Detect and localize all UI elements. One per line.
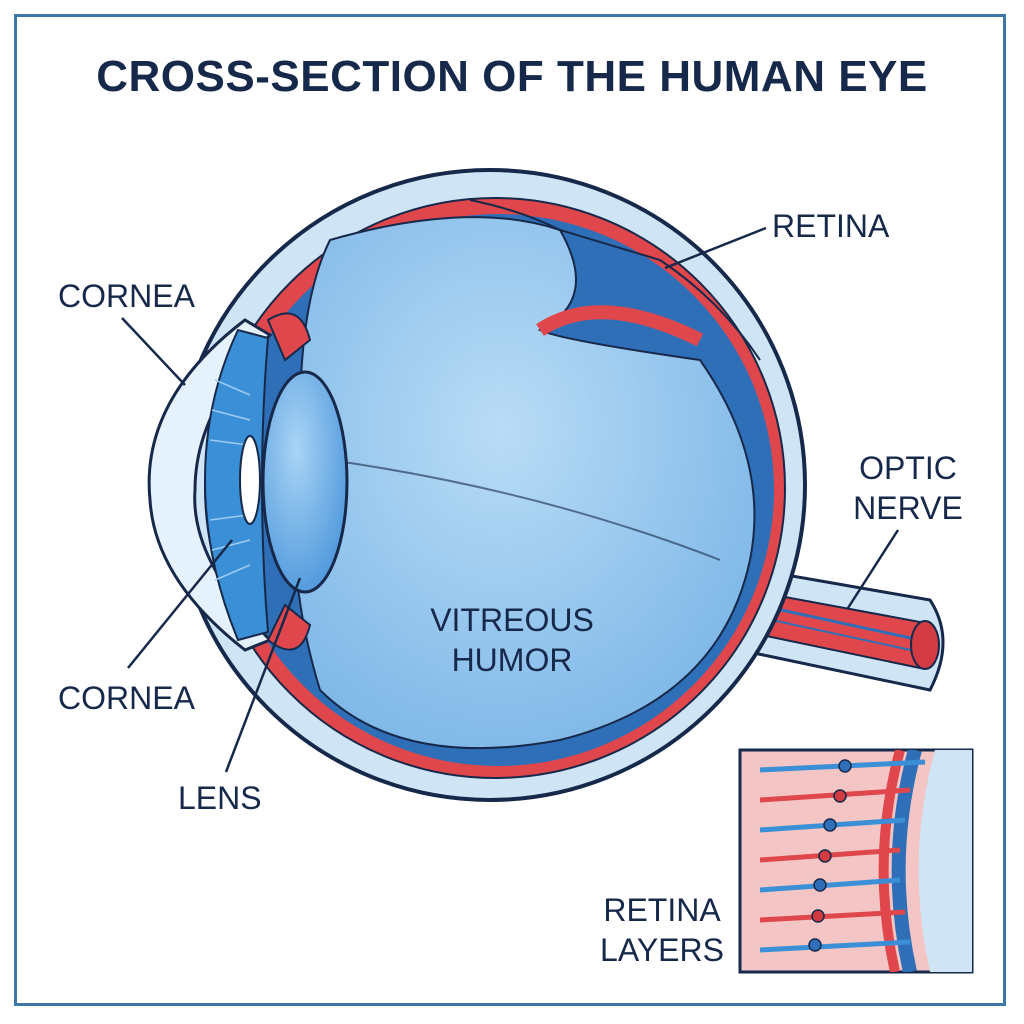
label-inset-line1: RETINA	[603, 892, 721, 928]
label-optic-nerve-line1: OPTIC	[859, 450, 957, 486]
label-optic-nerve: OPTIC NERVE	[848, 448, 968, 528]
vitreous-fold	[329, 459, 721, 561]
cornea	[147, 318, 273, 652]
ciliary-body-top	[266, 312, 312, 362]
label-cornea-top: CORNEA	[58, 278, 195, 314]
retina-layers-inset	[738, 748, 974, 974]
label-vitreous-line2: HUMOR	[451, 642, 573, 678]
label-vitreous-line1: VITREOUS	[430, 602, 594, 638]
ciliary-body-bottom	[266, 603, 312, 651]
label-optic-nerve-line2: NERVE	[853, 490, 963, 526]
label-inset-line2: LAYERS	[600, 932, 724, 968]
leader-lines	[121, 226, 900, 773]
label-lens: LENS	[178, 780, 262, 816]
label-retina: RETINA	[772, 208, 890, 244]
page-title: CROSS-SECTION OF THE HUMAN EYE	[96, 52, 928, 101]
label-vitreous-humor: VITREOUS HUMOR	[422, 600, 602, 680]
iris-fibers	[209, 379, 251, 581]
retina-fold	[469, 199, 761, 361]
label-retina-layers: RETINA LAYERS	[598, 890, 726, 970]
iris	[203, 328, 270, 642]
retina-fold-red	[536, 305, 704, 347]
lens	[261, 370, 349, 594]
label-cornea-bottom: CORNEA	[58, 680, 195, 716]
pupil	[239, 435, 261, 525]
